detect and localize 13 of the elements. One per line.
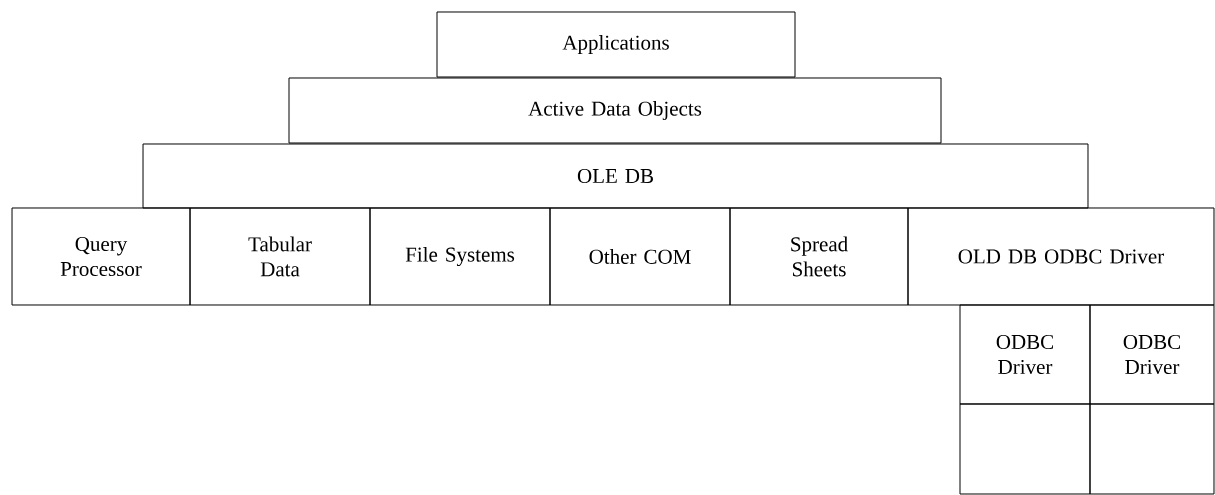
driver-box: ODBC Driver [959, 304, 1091, 405]
layer-box: Applications [436, 11, 796, 78]
provider-box: File Systems [369, 207, 551, 306]
provider-box: Spread Sheets [729, 207, 909, 306]
layer-box: OLE DB [142, 143, 1089, 209]
layer-box: Active Data Objects [288, 77, 942, 144]
provider-box: Query Processor [11, 207, 191, 306]
driver-box [959, 403, 1091, 495]
driver-box [1089, 403, 1215, 495]
provider-box: Tabular Data [189, 207, 371, 306]
provider-box: Other COM [549, 207, 731, 306]
driver-box: ODBC Driver [1089, 304, 1215, 405]
provider-box: OLD DB ODBC Driver [907, 207, 1215, 306]
